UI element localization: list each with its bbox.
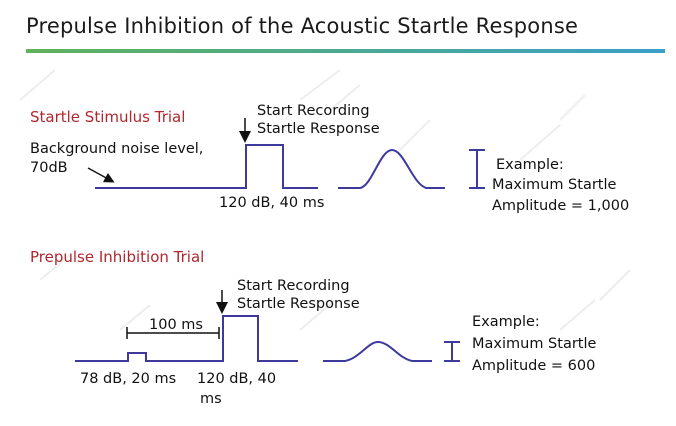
ppi-start-recording-label-2: Startle Response [237, 296, 360, 312]
startle-trial-graphics [87, 118, 485, 189]
interval-label: 100 ms [149, 317, 203, 333]
ppi-response-waveform [323, 340, 432, 362]
page-title: Prepulse Inhibition of the Acoustic Star… [26, 14, 579, 38]
startle-example-label-2: Maximum Startle [492, 177, 617, 193]
noise-level-arrow [87, 167, 115, 183]
startle-response-waveform [338, 148, 445, 189]
prepulse-label: 78 dB, 20 ms [80, 371, 177, 387]
interval-bracket [126, 327, 220, 339]
ppi-trial-heading: Prepulse Inhibition Trial [30, 248, 205, 266]
startle-example-label-3: Amplitude = 1,000 [492, 198, 630, 214]
startle-example-label-1: Example: [496, 157, 564, 173]
start-recording-label-1: Start Recording [257, 103, 370, 119]
ppi-start-recording-label-1: Start Recording [237, 278, 350, 294]
ppi-pulse-label-1: 120 dB, 40 [197, 371, 277, 387]
ppi-example-label-2: Maximum Startle [472, 336, 597, 352]
ppi-example-label-3: Amplitude = 600 [472, 358, 596, 374]
start-recording-label-2: Startle Response [257, 121, 380, 137]
startle-trial-heading: Startle Stimulus Trial [30, 108, 186, 126]
noise-level-label-2: 70dB [30, 160, 68, 176]
ppi-trial-graphics [75, 290, 460, 362]
startle-stimulus-waveform [95, 144, 318, 189]
ppi-amplitude-marker [444, 341, 460, 362]
noise-level-label-1: Background noise level, [30, 141, 204, 157]
title-underline [26, 49, 665, 53]
ppi-example-label-1: Example: [472, 314, 540, 330]
ppi-stimulus-waveform [75, 315, 298, 362]
startle-amplitude-marker [469, 149, 485, 189]
startle-pulse-label: 120 dB, 40 ms [219, 195, 325, 211]
ppi-pulse-label-2: ms [200, 391, 222, 407]
